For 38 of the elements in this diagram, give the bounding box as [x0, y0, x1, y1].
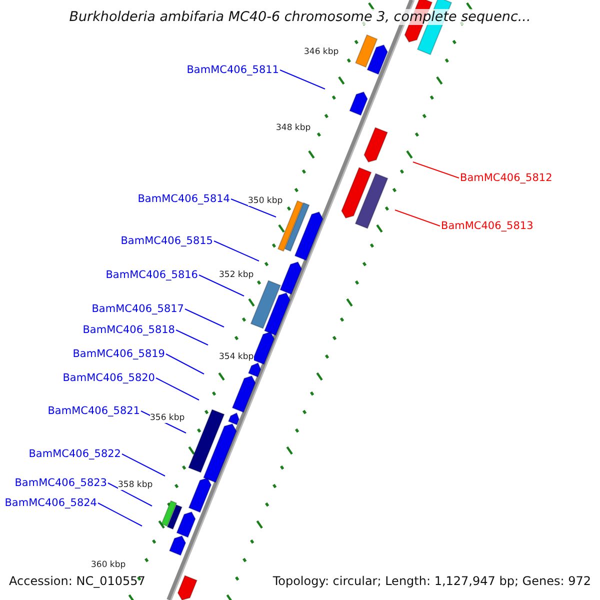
leader-line — [176, 330, 208, 346]
gene-label: BamMC406_5815 — [120, 235, 213, 247]
gene-label: BamMC406_5813 — [441, 220, 534, 232]
gene-label: BamMC406_5820 — [62, 372, 155, 384]
leader-line — [214, 240, 260, 262]
gene-label: BamMC406_5818 — [82, 324, 175, 336]
leader-line — [122, 454, 166, 476]
scale-label: 346 kbp — [304, 47, 339, 57]
gene-label: BamMC406_5822 — [28, 448, 121, 460]
gene-label: BamMC406_5816 — [106, 269, 198, 281]
gene-label: BamMC406_5814 — [138, 193, 230, 205]
leader-line — [184, 308, 224, 328]
gene-label: BamMC406_5811 — [186, 64, 279, 76]
gene-label: BamMC406_5824 — [4, 497, 97, 509]
leader-line — [230, 198, 276, 218]
leader-line — [412, 162, 460, 178]
scale-label: 350 kbp — [248, 196, 283, 206]
scale-label: 356 kbp — [150, 413, 185, 423]
scale-label: 352 kbp — [219, 270, 254, 280]
leader-line — [198, 274, 244, 296]
map-summary-text: Topology: circular; Length: 1,127,947 bp; Genes: 972 — [272, 574, 591, 588]
leader-line — [394, 210, 440, 226]
accession-text: Accession: NC_010557 — [9, 574, 146, 588]
gene-label: BamMC406_5819 — [72, 348, 165, 360]
leader-line — [156, 378, 200, 400]
scale-label: 348 kbp — [276, 123, 311, 133]
leader-line — [280, 70, 326, 90]
gene-label: BamMC406_5812 — [460, 172, 552, 184]
scale-label: 354 kbp — [219, 352, 254, 362]
leader-line — [108, 482, 152, 506]
map-title: Burkholderia ambifaria MC40-6 chromosome 3, complete sequenc... — [69, 9, 531, 25]
scale-label: 358 kbp — [118, 480, 153, 490]
gene-label: BamMC406_5817 — [92, 303, 184, 315]
leader-line — [166, 354, 204, 374]
scale-label: 360 kbp — [91, 560, 126, 570]
leader-line — [98, 502, 142, 526]
gene-label: BamMC406_5823 — [14, 477, 107, 489]
gene-label: BamMC406_5821 — [48, 405, 140, 417]
